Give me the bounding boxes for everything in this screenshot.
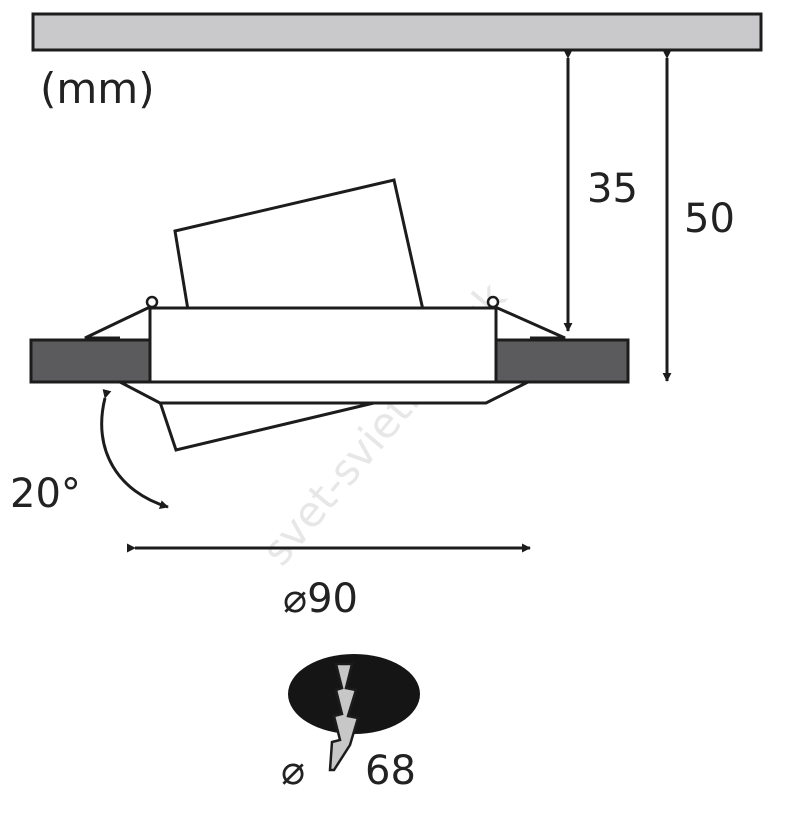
cover-ring [119, 380, 529, 405]
tilt-angle-arrow [100, 389, 169, 509]
lamp-module-upper [173, 178, 425, 312]
unit-label: (mm) [40, 64, 155, 113]
drywall-break-icon [328, 662, 360, 772]
ceiling-panel-left [29, 338, 153, 384]
spring-clip-right [492, 304, 566, 340]
dimension-label-50: 50 [684, 196, 735, 242]
dimension-label-diameter-90: ⌀90 [283, 576, 358, 622]
lamp-housing [148, 306, 498, 384]
dimension-label-35: 35 [587, 166, 638, 212]
spring-clip-left [84, 304, 153, 340]
spring-clip-pivot-right [486, 295, 500, 309]
ceiling-board [31, 12, 763, 52]
tilt-angle-label: 20° [10, 471, 81, 517]
spring-clip-pivot-left [145, 295, 159, 309]
cutout-diameter-symbol: ⌀ [281, 748, 305, 794]
cutout-diameter-value: 68 [365, 748, 416, 794]
ceiling-panel-right [494, 338, 630, 384]
